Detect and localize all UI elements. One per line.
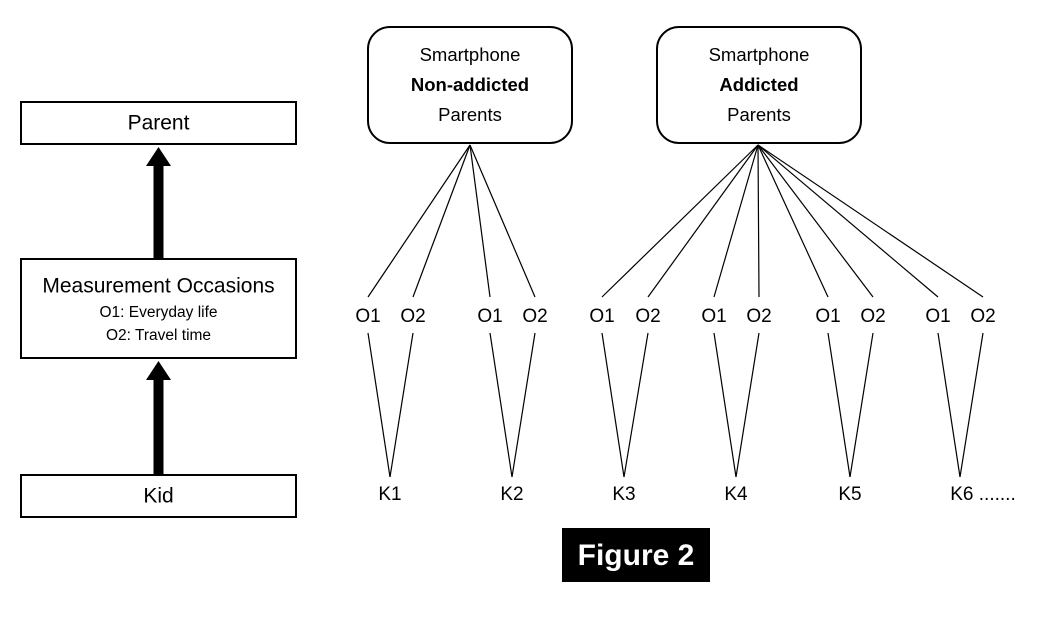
- kid-label-k6: K6 .......: [950, 484, 1015, 505]
- occasion-label-k5-o2: O2: [860, 306, 885, 327]
- non-addicted-kid-lines: [367, 332, 536, 478]
- group-non-addicted: Smartphone Non-addicted Parents O1 O2 O1…: [355, 26, 573, 505]
- measurement-occasions-label: Measurement Occasions: [42, 275, 274, 298]
- legend-level-kid: Kid: [20, 474, 297, 518]
- fan-line-k2-o2: [469, 144, 536, 298]
- occasion-label-k1-o2: O2: [400, 306, 425, 327]
- up-arrow-icon: [146, 147, 171, 259]
- fan-line-k3-o1: [601, 144, 759, 298]
- figure-caption-label: Figure 2: [578, 539, 695, 572]
- kid-box: [20, 474, 297, 518]
- v-line-o2-k1: [389, 332, 414, 478]
- up-arrow-icon: [146, 361, 171, 475]
- v-line-o1-k5: [827, 332, 851, 478]
- arrow-kid-to-occasions: [146, 361, 171, 475]
- kid-label-k2: K2: [500, 484, 523, 505]
- arrow-occasions-to-parent: [146, 147, 171, 259]
- fan-line-k5-o1: [757, 144, 829, 298]
- occasion-label-k1-o1: O1: [355, 306, 380, 327]
- v-line-o2-k5: [849, 332, 874, 478]
- occasion-label-k4-o1: O1: [701, 306, 726, 327]
- v-line-o2-k3: [623, 332, 649, 478]
- addicted-fan-lines: [601, 144, 984, 298]
- v-line-o1-k2: [489, 332, 513, 478]
- v-line-o1-k3: [601, 332, 625, 478]
- kid-label-k1: K1: [378, 484, 401, 505]
- measurement-occasions-box: [20, 258, 297, 359]
- fan-line-k1-o2: [412, 144, 471, 298]
- fan-line-k2-o1: [469, 144, 491, 298]
- non-addicted-title-line1: Smartphone: [420, 44, 521, 65]
- figure-caption-background: [562, 528, 710, 582]
- non-addicted-fan-lines: [367, 144, 536, 298]
- non-addicted-parents-box: [367, 26, 573, 144]
- kid-label-k5: K5: [838, 484, 861, 505]
- occasion-label-k5-o1: O1: [815, 306, 840, 327]
- parent-box: [20, 101, 297, 145]
- v-line-o2-k4: [735, 332, 760, 478]
- occasion-label-k6-o2: O2: [970, 306, 995, 327]
- parent-box-label: Parent: [128, 112, 190, 135]
- addicted-title-line3: Parents: [727, 104, 791, 125]
- fan-line-k3-o2: [647, 144, 759, 298]
- occasion-o2-description: O2: Travel time: [106, 327, 211, 344]
- fan-line-k4-o2: [757, 144, 760, 298]
- v-line-o1-k1: [367, 332, 391, 478]
- fan-line-k1-o1: [367, 144, 471, 298]
- occasion-label-k3-o1: O1: [589, 306, 614, 327]
- group-addicted: Smartphone Addicted Parents O1 O2 O1 O2 …: [589, 26, 1016, 505]
- figure-caption: Figure 2: [562, 528, 710, 582]
- legend-level-parent: Parent: [20, 101, 297, 145]
- addicted-kid-lines: [601, 332, 984, 478]
- v-line-o1-k4: [713, 332, 737, 478]
- fan-line-k5-o2: [757, 144, 874, 298]
- kid-label-k3: K3: [612, 484, 635, 505]
- fan-line-k6-o1: [757, 144, 939, 298]
- occasion-label-k6-o1: O1: [925, 306, 950, 327]
- v-line-o1-k6: [937, 332, 961, 478]
- v-line-o2-k2: [511, 332, 536, 478]
- fan-line-k4-o1: [713, 144, 759, 298]
- occasion-label-k2-o1: O1: [477, 306, 502, 327]
- kid-label-k4: K4: [724, 484, 748, 505]
- occasion-label-k3-o2: O2: [635, 306, 660, 327]
- kid-box-label: Kid: [143, 485, 173, 508]
- v-line-o2-k6: [959, 332, 984, 478]
- non-addicted-title-line3: Parents: [438, 104, 502, 125]
- fan-line-k6-o2: [757, 144, 984, 298]
- occasion-o1-description: O1: Everyday life: [99, 304, 217, 321]
- addicted-parents-box: [656, 26, 862, 144]
- occasion-label-k2-o2: O2: [522, 306, 547, 327]
- addicted-title-line2: Addicted: [719, 74, 798, 95]
- non-addicted-title-line2: Non-addicted: [411, 74, 529, 95]
- occasion-label-k4-o2: O2: [746, 306, 771, 327]
- legend-level-measurement-occasions: Measurement Occasions O1: Everyday life …: [20, 258, 297, 359]
- addicted-title-line1: Smartphone: [709, 44, 810, 65]
